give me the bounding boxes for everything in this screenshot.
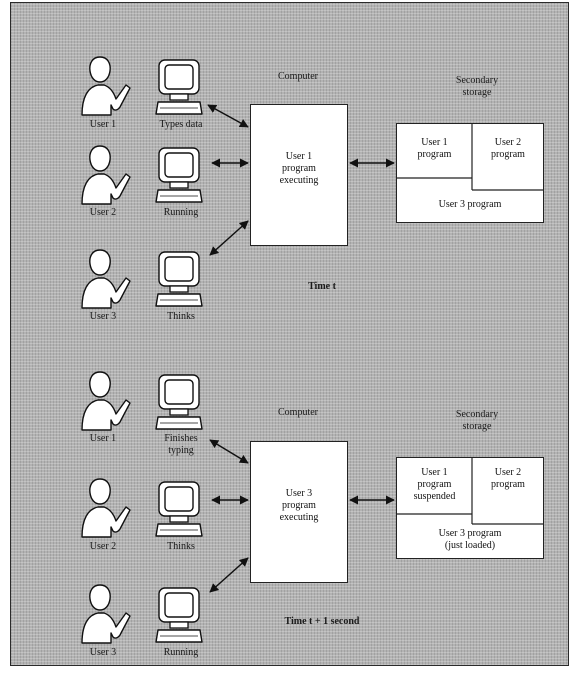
computer-label: Computer xyxy=(278,71,318,82)
user-2-terminal-icon xyxy=(155,147,203,203)
user-2-terminal-icon xyxy=(155,481,203,537)
user-2-person-icon xyxy=(81,478,131,538)
user-3-label: User 3 xyxy=(89,647,117,658)
user-3-label: User 3 xyxy=(89,311,117,322)
user-1-person-icon xyxy=(81,371,131,431)
user-1-terminal-icon xyxy=(155,59,203,115)
user-2-status: Running xyxy=(163,207,199,218)
secondary-storage-box xyxy=(396,457,544,559)
secondary-storage-box xyxy=(396,123,544,223)
arrow-user1-computer xyxy=(207,104,249,128)
user-3-person-icon xyxy=(81,249,131,309)
user-2-label: User 2 xyxy=(89,541,117,552)
time-label: Time t xyxy=(308,281,336,292)
computer-label: Computer xyxy=(278,407,318,418)
computer-box xyxy=(250,441,348,583)
user-1-status: Types data xyxy=(159,119,203,130)
user-3-terminal-icon xyxy=(155,251,203,307)
user-1-terminal-icon xyxy=(155,374,203,430)
user-2-label: User 2 xyxy=(89,207,117,218)
arrow-user3-computer xyxy=(209,557,249,593)
time-label: Time t + 1 second xyxy=(284,616,360,627)
user-3-status: Thinks xyxy=(167,311,195,322)
user-2-status: Thinks xyxy=(167,541,195,552)
user-1-person-icon xyxy=(81,56,131,116)
user-3-person-icon xyxy=(81,584,131,644)
storage-user3-program: User 3 program(just loaded) xyxy=(438,528,502,551)
arrow-user3-computer xyxy=(209,220,249,256)
computer-box xyxy=(250,104,348,246)
user-3-status: Running xyxy=(163,647,199,658)
user-3-terminal-icon xyxy=(155,587,203,643)
user-1-label: User 1 xyxy=(89,119,117,130)
arrow-user1-computer xyxy=(209,439,249,464)
user-2-person-icon xyxy=(81,145,131,205)
user-1-label: User 1 xyxy=(89,433,117,444)
storage-user3-program: User 3 program xyxy=(438,199,502,210)
